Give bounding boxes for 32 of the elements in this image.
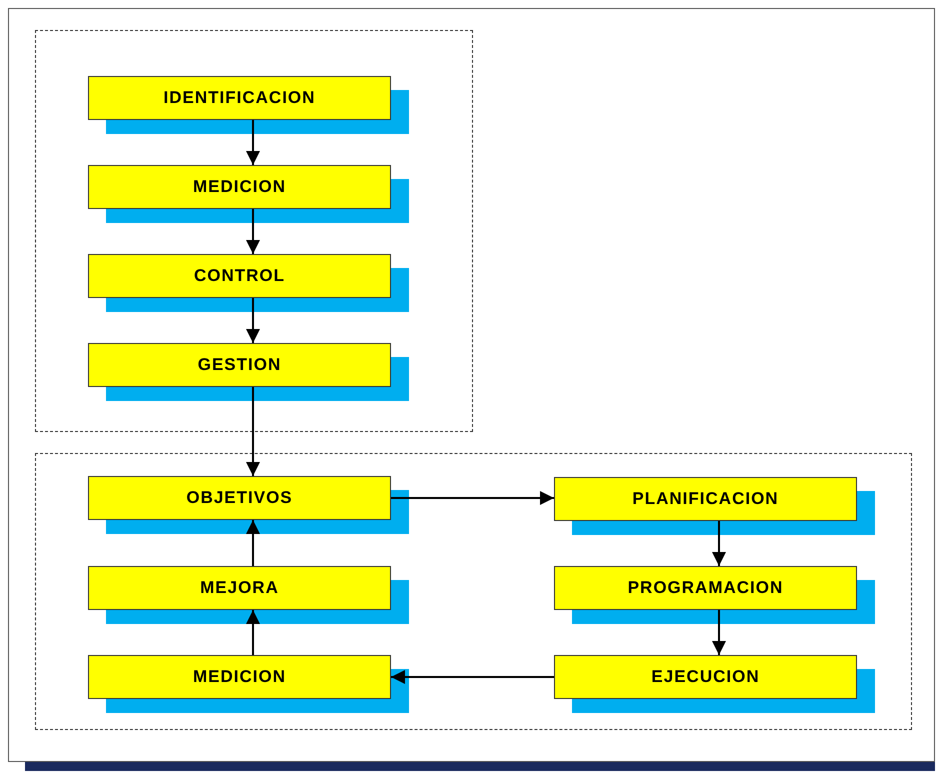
step-label: PLANIFICACION	[632, 489, 779, 509]
process-box	[554, 477, 857, 521]
step-label: CONTROL	[194, 266, 286, 286]
arrow	[391, 491, 554, 505]
arrow	[246, 298, 260, 343]
arrow	[712, 521, 726, 566]
process-box	[88, 254, 391, 298]
step-label: MEDICION	[193, 177, 286, 197]
process-box	[88, 165, 391, 209]
process-box	[88, 76, 391, 120]
dashed-group-frame	[35, 453, 912, 730]
arrow	[391, 670, 554, 684]
arrow	[246, 610, 260, 655]
process-box	[88, 343, 391, 387]
arrow	[246, 209, 260, 254]
arrow	[246, 387, 260, 476]
arrow	[246, 120, 260, 165]
step-label: EJECUCION	[651, 667, 760, 687]
step-label: PROGRAMACION	[628, 578, 784, 598]
step-label: OBJETIVOS	[186, 488, 293, 508]
step-label: IDENTIFICACION	[164, 88, 316, 108]
dashed-group-frame	[35, 30, 473, 432]
arrow	[246, 520, 260, 566]
process-box	[88, 655, 391, 699]
step-label: MEJORA	[200, 578, 279, 598]
process-box	[554, 655, 857, 699]
step-label: MEDICION	[193, 667, 286, 687]
arrow	[712, 610, 726, 655]
process-box	[554, 566, 857, 610]
process-box	[88, 476, 391, 520]
process-box	[88, 566, 391, 610]
step-label: GESTION	[198, 355, 282, 375]
